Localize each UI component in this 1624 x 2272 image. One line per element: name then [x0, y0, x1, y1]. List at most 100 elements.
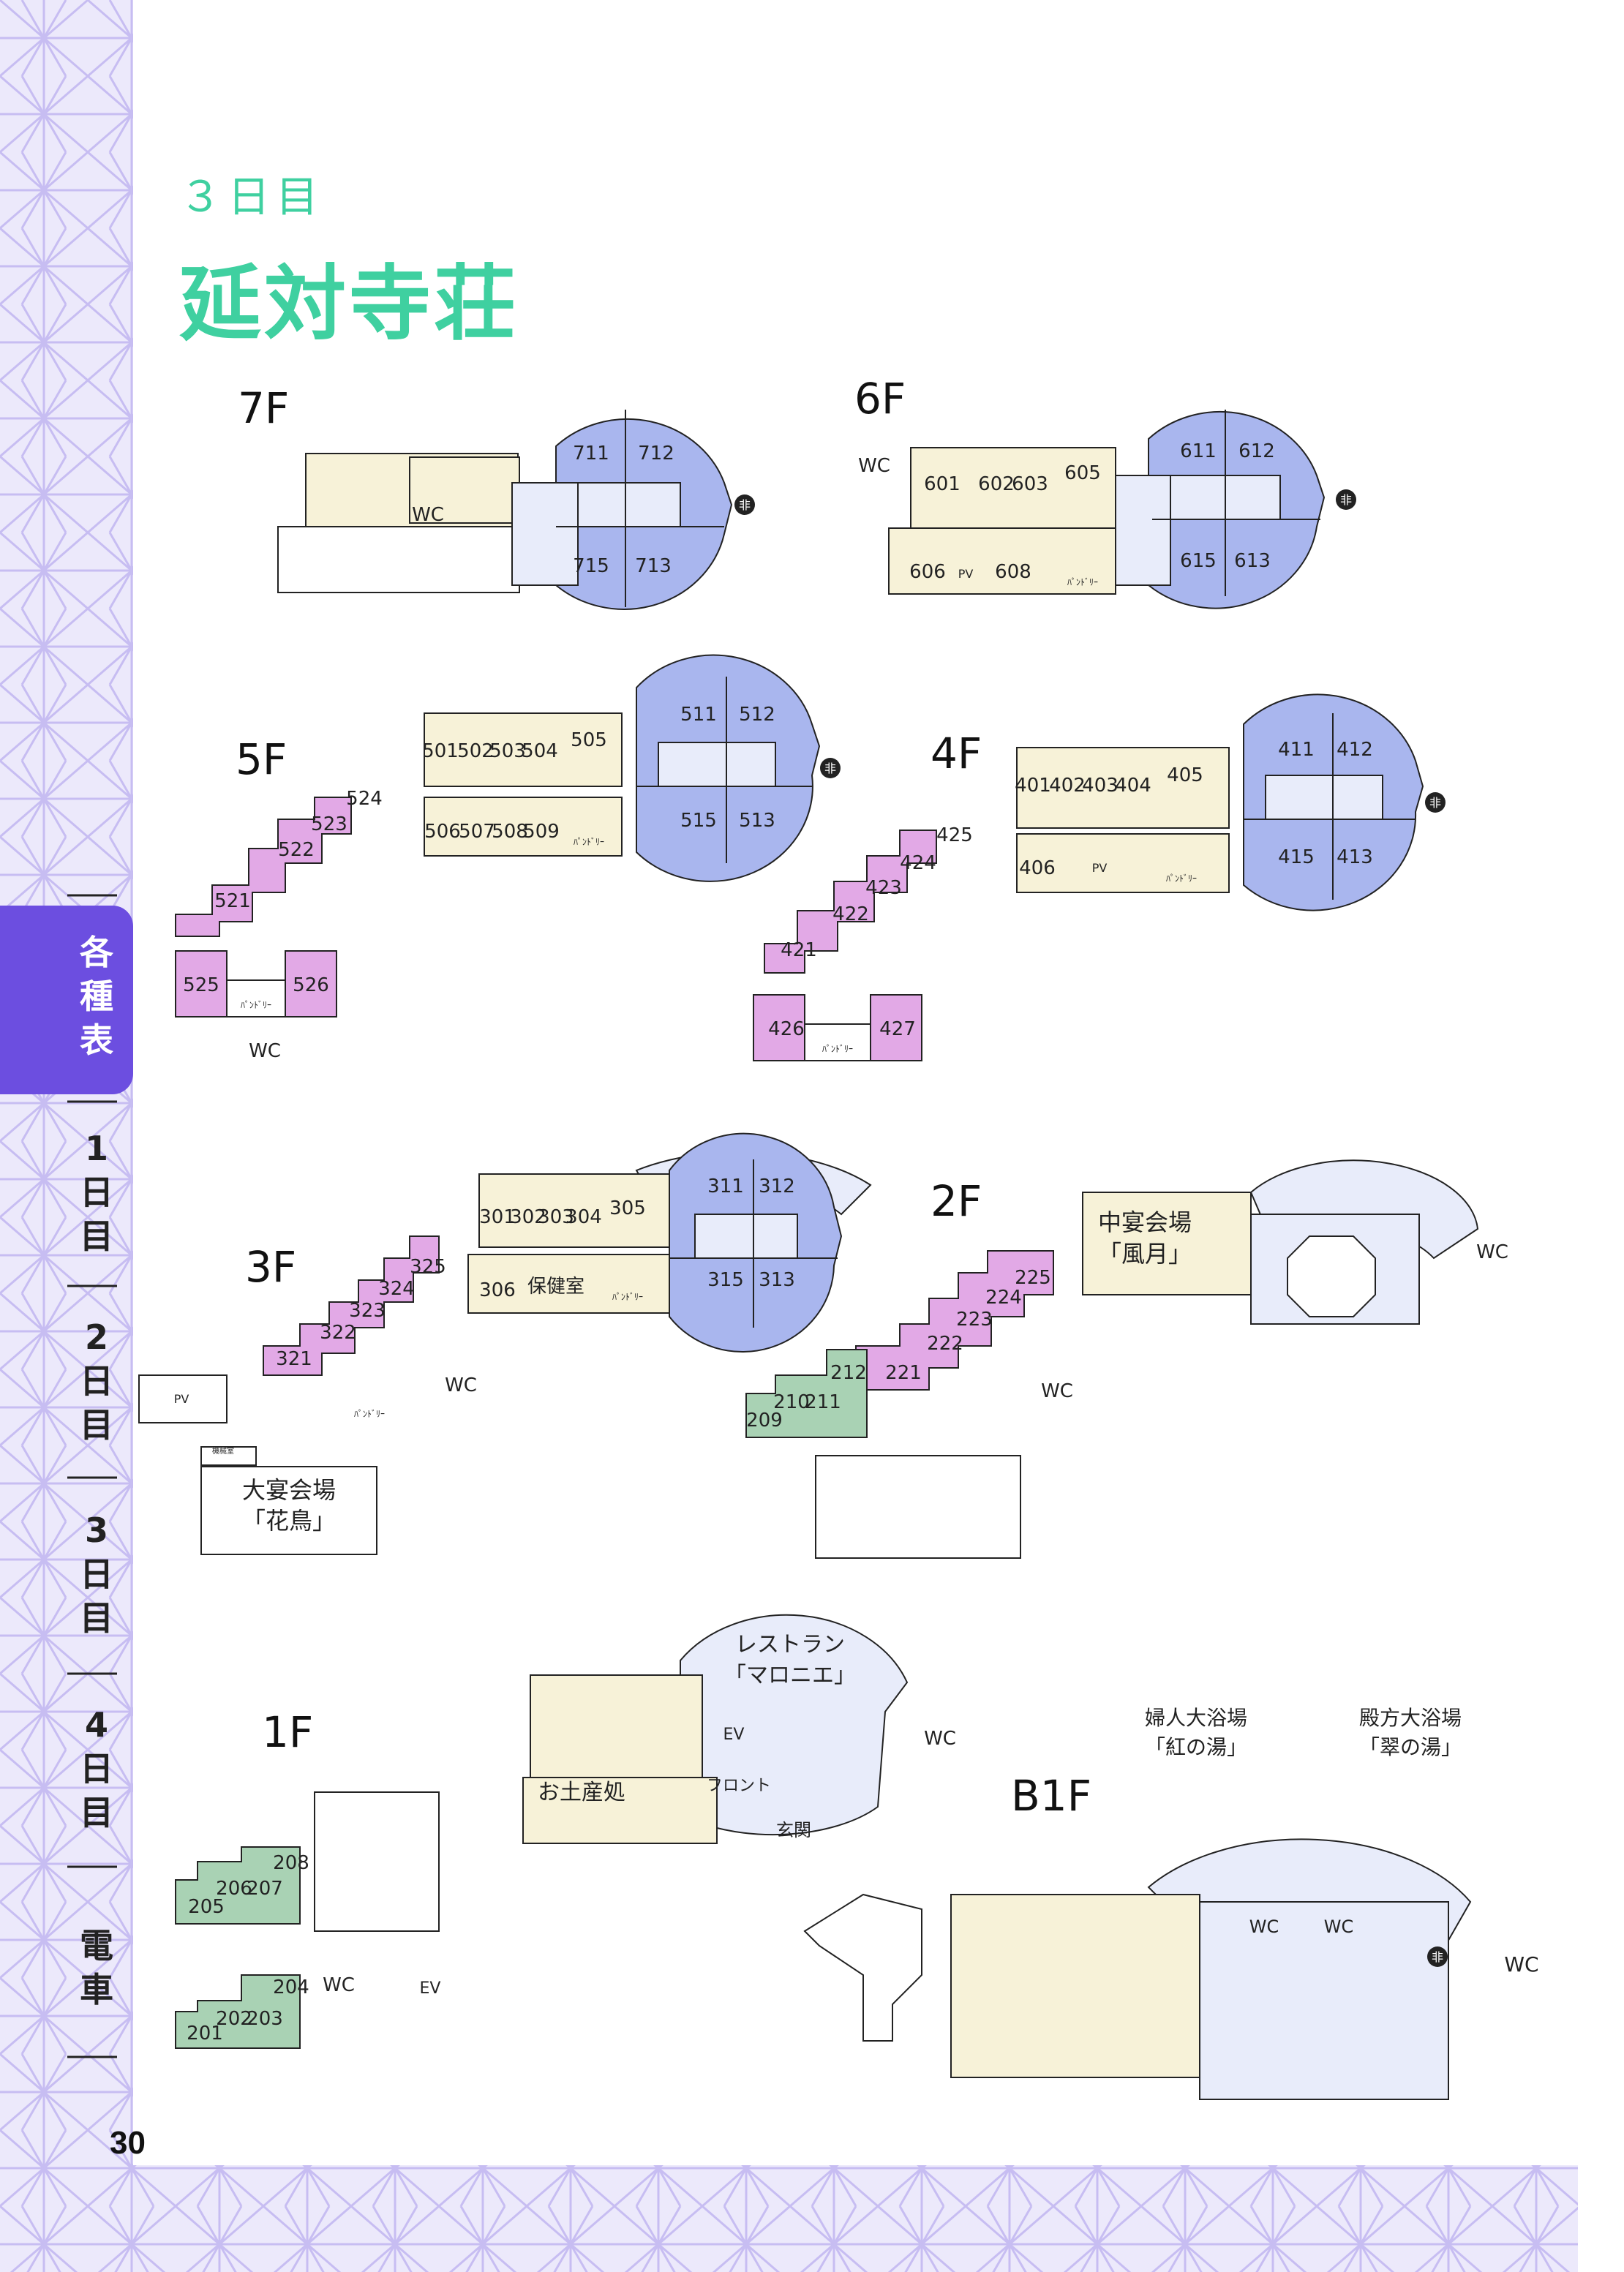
room-211: 211: [805, 1391, 841, 1413]
room-511: 511: [680, 704, 717, 726]
room-503: 503: [489, 740, 526, 762]
day-heading: ３日目: [179, 172, 325, 222]
room-513: 513: [739, 810, 775, 832]
pv-label-6f: PV: [958, 567, 974, 581]
gift-shop-label: お土産処: [538, 1780, 625, 1805]
room-522: 522: [278, 839, 315, 861]
active-tab-background: [0, 906, 133, 1094]
room-524: 524: [346, 788, 383, 810]
room-712: 712: [638, 443, 674, 464]
banquet-hall-kacho-line1: 大宴会場: [242, 1476, 336, 1504]
laundry2-label-4f: ﾊﾟﾝﾄﾞﾘｰ: [822, 1044, 853, 1054]
wc-label-b1f: WC: [1249, 1916, 1279, 1937]
machine-room-label: 機械室: [212, 1446, 234, 1456]
floor-4f-map: [753, 693, 1424, 1061]
wc-label-6f: WC: [858, 455, 890, 477]
tab-schedule-tables[interactable]: 各種表: [80, 933, 113, 1060]
room-303: 303: [538, 1206, 574, 1228]
entrance-label: 玄関: [776, 1820, 811, 1840]
room-501: 501: [422, 740, 459, 762]
room-224: 224: [985, 1287, 1022, 1309]
room-504: 504: [522, 740, 558, 762]
mens-bath-line2: 「翠の湯」: [1359, 1735, 1462, 1759]
floor-b1f-map: [803, 1838, 1472, 2100]
front-desk-label: フロント: [707, 1777, 771, 1795]
ev2-label-1f: EV: [420, 1979, 441, 1998]
room-205: 205: [188, 1896, 225, 1918]
room-306: 306: [479, 1279, 516, 1301]
room-415: 415: [1278, 846, 1315, 868]
emergency-exit-icon: 非: [1336, 489, 1356, 510]
banquet-hall-kacho-line2: 「花鳥」: [242, 1507, 336, 1535]
room-305: 305: [609, 1197, 646, 1219]
page-number: 30: [110, 2125, 146, 2161]
room-401: 401: [1015, 775, 1051, 797]
room-422: 422: [832, 903, 869, 925]
wc2-label-b1f: WC: [1324, 1916, 1354, 1937]
room-221: 221: [885, 1362, 922, 1384]
room-612: 612: [1238, 440, 1275, 462]
room-509: 509: [523, 821, 560, 843]
floor-6f-map: [888, 410, 1326, 609]
room-525: 525: [183, 974, 219, 996]
room-506: 506: [424, 821, 461, 843]
room-321: 321: [276, 1348, 312, 1370]
room-304: 304: [565, 1206, 602, 1228]
room-207: 207: [247, 1878, 283, 1900]
banquet-hall-fugetsu-line1: 中宴会場: [1098, 1208, 1192, 1236]
room-203: 203: [247, 2008, 283, 2030]
room-225: 225: [1015, 1267, 1051, 1289]
laundry-label-6f: ﾊﾟﾝﾄﾞﾘｰ: [1067, 577, 1098, 587]
floor-3f-map: [138, 1132, 872, 1555]
room-212: 212: [830, 1362, 867, 1384]
svg-text:非: 非: [824, 761, 836, 775]
health-room-label: 保健室: [527, 1276, 584, 1298]
pv-label-4f: PV: [1092, 861, 1108, 875]
room-426: 426: [768, 1018, 805, 1040]
ev-label-1f: EV: [723, 1726, 745, 1744]
wc-label-7f: WC: [412, 504, 444, 526]
laundry2-label-3f: ﾊﾟﾝﾄﾞﾘｰ: [354, 1409, 385, 1419]
room-608: 608: [995, 561, 1031, 583]
floor-7f-label: 7F: [238, 383, 289, 433]
room-402: 402: [1049, 775, 1086, 797]
room-613: 613: [1234, 550, 1271, 572]
wc3-label-b1f: WC: [1504, 1952, 1538, 1976]
room-603: 603: [1012, 473, 1048, 495]
room-507: 507: [459, 821, 495, 843]
room-208: 208: [273, 1852, 309, 1874]
room-502: 502: [457, 740, 494, 762]
tab-train[interactable]: 電車: [80, 1926, 113, 2009]
venue-title: 延対寺荘: [179, 257, 519, 352]
floor-6f-label: 6F: [854, 374, 906, 424]
wc-label-1f: WC: [924, 1728, 956, 1750]
womens-bath-line2: 「紅の湯」: [1145, 1735, 1247, 1759]
wc2-label-2f: WC: [1041, 1380, 1073, 1402]
room-521: 521: [214, 890, 251, 912]
room-324: 324: [378, 1278, 415, 1300]
room-201: 201: [187, 2023, 223, 2045]
room-209: 209: [746, 1410, 783, 1432]
room-715: 715: [573, 555, 609, 577]
womens-bath-line1: 婦人大浴場: [1145, 1706, 1247, 1730]
room-424: 424: [900, 852, 936, 874]
floor-b1f-label: B1F: [1011, 1771, 1091, 1821]
room-302: 302: [510, 1206, 546, 1228]
wc-label-5f: WC: [249, 1040, 281, 1062]
room-606: 606: [909, 561, 946, 583]
room-512: 512: [739, 704, 775, 726]
mens-bath-line1: 殿方大浴場: [1359, 1706, 1462, 1730]
emergency-exit-icon: 非: [820, 758, 841, 778]
laundry-label-4f: ﾊﾟﾝﾄﾞﾘｰ: [1166, 873, 1197, 884]
room-411: 411: [1278, 739, 1315, 761]
laundry2-label-5f: ﾊﾟﾝﾄﾞﾘｰ: [241, 1000, 271, 1010]
room-322: 322: [320, 1322, 356, 1344]
room-601: 601: [924, 473, 961, 495]
floor-2f-label: 2F: [931, 1176, 982, 1226]
floor-4f-label: 4F: [931, 729, 982, 778]
emergency-exit-icons: 非 非 非 非 非: [734, 489, 1448, 1967]
